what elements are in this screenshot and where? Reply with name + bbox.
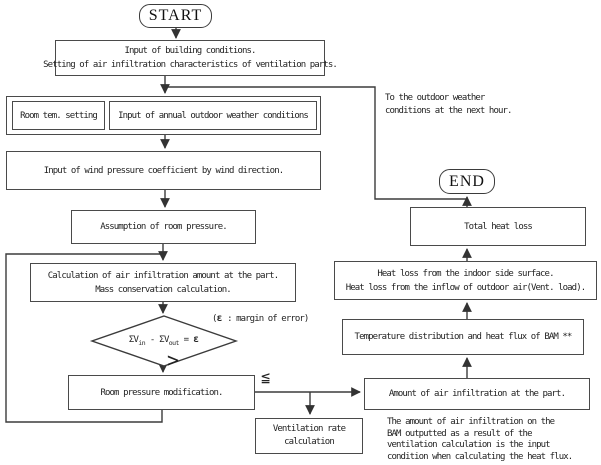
process-ventilation-rate: Ventilation rate calculation	[255, 418, 363, 454]
formula-term1: ΣV	[128, 335, 139, 345]
formula-minus: - ΣV	[145, 335, 170, 345]
process-heat-loss: Heat loss from the indoor side surface. …	[334, 261, 597, 300]
process-annual-weather: Input of annual outdoor weather conditio…	[109, 101, 317, 130]
room-modification-label: Room pressure modification.	[100, 387, 224, 398]
next-hour-note: To the outdoor weather conditions at the…	[385, 92, 512, 117]
loop-next-hour-line	[165, 86, 467, 200]
building-line-2: Setting of air infiltration characterist…	[43, 60, 338, 70]
total-heat-loss-label: Total heat loss	[464, 221, 533, 232]
ventilation-rate-line-1: Ventilation rate	[272, 424, 346, 434]
bam-note-line-3: ventilation calculation is the input	[387, 440, 551, 450]
margin-note-epsilon: ε	[216, 313, 223, 324]
branch-greater-label: >	[167, 348, 180, 372]
process-total-heat-loss: Total heat loss	[410, 207, 586, 246]
heat-loss-line-2: Heat loss from the inflow of outdoor air…	[345, 282, 586, 293]
bam-flux-label: Temperature distribution and heat flux o…	[354, 332, 573, 342]
calculation-line-2: Mass conservation calculation.	[95, 284, 231, 295]
branch-less-equal-label: ≦	[261, 368, 271, 386]
formula-epsilon: ε	[193, 334, 200, 345]
bam-note-line-2: BAM outputted as a result of the	[387, 428, 532, 439]
formula-sub-in: in	[138, 338, 146, 347]
loop-room-pressure-line	[5, 253, 163, 423]
annual-weather-label: Input of annual outdoor weather conditio…	[118, 110, 309, 121]
process-amount-infiltration: Amount of air infiltration at the part.	[364, 378, 590, 410]
start-label: START	[148, 7, 203, 24]
process-wind-pressure: Input of wind pressure coefficient by wi…	[6, 151, 321, 190]
ventilation-rate-line-2: calculation	[284, 437, 335, 447]
process-room-temp-setting: Room tem. setting	[12, 101, 105, 130]
calculation-line-1: Calculation of air infiltration amount a…	[47, 270, 279, 281]
decision-formula: ΣVin - ΣVout = ε	[92, 334, 236, 347]
margin-of-error-note: (ε : margin of error)	[212, 313, 309, 324]
bam-note-line-1: The amount of air infiltration on the	[387, 417, 555, 427]
process-room-pressure-assumption: Assumption of room pressure.	[71, 210, 256, 244]
next-hour-line-1: To the outdoor weather	[385, 93, 485, 103]
decision-diamond-shape	[89, 315, 239, 367]
margin-note-rest: : margin of error)	[222, 314, 309, 324]
process-room-pressure-modification: Room pressure modification.	[68, 375, 255, 410]
assumption-label: Assumption of room pressure.	[100, 222, 227, 232]
process-building-conditions: Input of building conditions. Setting of…	[43, 40, 338, 76]
formula-equals: =	[178, 335, 194, 345]
weather-input-group: Room tem. setting Input of annual outdoo…	[6, 96, 321, 135]
heat-loss-line-1: Heat loss from the indoor side surface.	[377, 268, 554, 279]
margin-note-open: (	[212, 314, 217, 324]
process-infiltration-calculation: Calculation of air infiltration amount a…	[30, 263, 296, 302]
room-temp-label: Room tem. setting	[20, 110, 98, 121]
start-terminator: START	[139, 4, 212, 28]
bam-output-note: The amount of air infiltration on the BA…	[387, 417, 573, 463]
building-line-1: Input of building conditions.	[124, 46, 256, 56]
bam-note-line-4: condition when calculating the heat flux…	[387, 451, 573, 462]
end-label: END	[449, 172, 485, 190]
process-bam-heat-flux: Temperature distribution and heat flux o…	[342, 319, 584, 355]
formula-sub-out: out	[168, 338, 180, 347]
end-terminator: END	[439, 169, 495, 194]
wind-pressure-label: Input of wind pressure coefficient by wi…	[43, 165, 284, 176]
next-hour-line-2: conditions at the next hour.	[385, 105, 512, 116]
amount-infiltration-label: Amount of air infiltration at the part.	[388, 389, 566, 399]
